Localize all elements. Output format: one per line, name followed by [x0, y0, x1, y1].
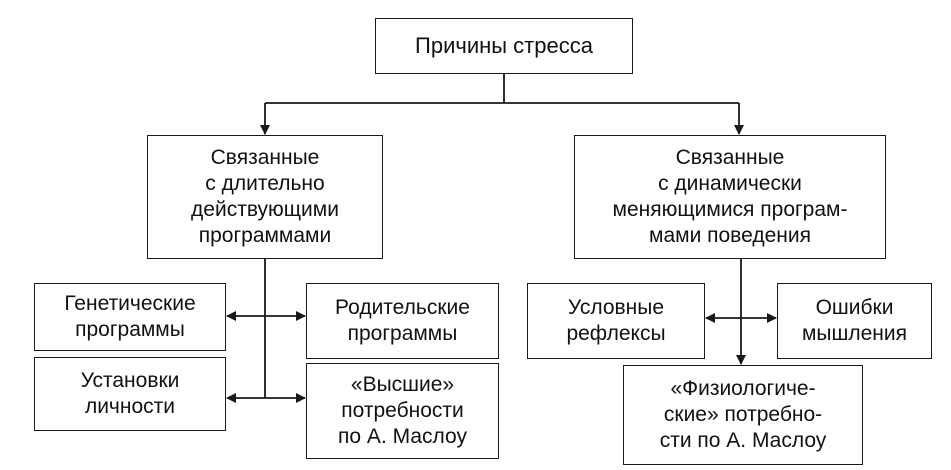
node-line: по А. Маслоу [338, 425, 467, 448]
node-line: ские» потребно- [663, 403, 823, 426]
dynamic-programs-node: Связанные с динамически меняющимися прог… [574, 135, 886, 259]
parental-programs-node: Родительские программы [306, 283, 499, 359]
node-line: Родительские [335, 296, 470, 319]
personality-attitudes-node: Установки личности [34, 357, 226, 431]
node-line: Связанные [675, 146, 785, 169]
node-line: мами поведения [649, 224, 811, 247]
node-line: с длительно [205, 172, 325, 195]
node-line: Установки [80, 369, 180, 392]
node-line: «Физиологиче- [670, 377, 816, 400]
node-line: Генетические [64, 292, 196, 315]
node-line: с динамически [658, 172, 802, 195]
higher-needs-node: «Высшие» потребности по А. Маслоу [306, 363, 499, 459]
node-line: сти по А. Маслоу [659, 429, 827, 452]
long-acting-programs-node: Связанные с длительно действующими прогр… [147, 135, 383, 259]
node-line: «Высшие» [350, 373, 455, 396]
node-line: программами [198, 224, 332, 247]
node-line: действующими [191, 198, 339, 221]
node-line: личности [84, 395, 176, 418]
genetic-programs-node: Генетические программы [34, 283, 226, 351]
node-line: мышления [801, 322, 907, 345]
node-line: Ошибки [815, 296, 894, 319]
node-line: программы [347, 322, 458, 345]
physiological-needs-node: «Физиологиче- ские» потребно- сти по А. … [623, 365, 863, 465]
root-label: Причины стресса [415, 33, 593, 58]
node-line: Связанные [210, 146, 320, 169]
node-line: рефлексы [566, 322, 666, 345]
node-line: Условные [567, 296, 665, 319]
thinking-errors-node: Ошибки мышления [777, 283, 932, 359]
node-line: меняющимися програм- [612, 198, 848, 221]
root-node: Причины стресса [375, 18, 633, 74]
node-line: программы [75, 318, 185, 341]
node-line: потребности [341, 399, 464, 422]
conditioned-reflexes-node: Условные рефлексы [527, 283, 705, 359]
